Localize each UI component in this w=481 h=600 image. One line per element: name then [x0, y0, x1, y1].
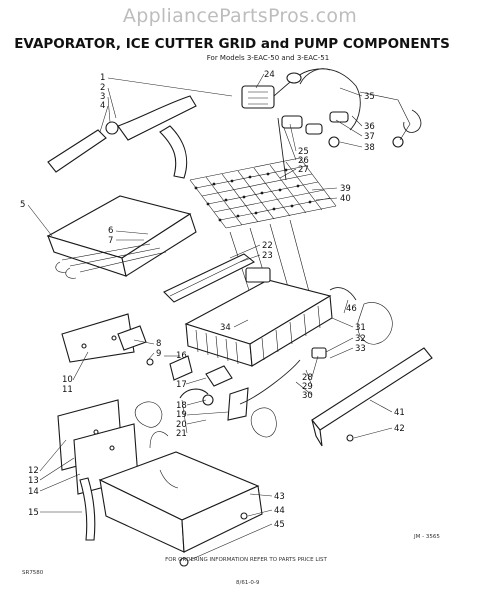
diagram-title: EVAPORATOR, ICE CUTTER GRID and PUMP COM…: [14, 36, 450, 52]
callout-9: 9: [156, 349, 161, 359]
pump-motor: [169, 355, 301, 421]
callout-25: 25: [298, 147, 309, 157]
callout-40: 40: [340, 194, 351, 204]
bracket-small: [61, 313, 154, 366]
callout-28: 28: [302, 373, 313, 383]
callout-1: 1: [100, 73, 105, 83]
callout-2: 2: [100, 83, 105, 93]
callout-35: 35: [364, 92, 375, 102]
callout-32: 32: [355, 334, 366, 344]
grid-frame: [184, 267, 333, 367]
callout-43: 43: [274, 492, 285, 502]
pump-valve-assembly: [241, 68, 422, 181]
callout-3: 3: [100, 92, 105, 102]
callout-4: 4: [100, 101, 105, 111]
callout-30: 30: [302, 391, 313, 401]
cutter-bar: [163, 253, 256, 303]
callout-13: 13: [28, 476, 39, 486]
callout-44: 44: [274, 506, 285, 516]
diagram-subtitle: For Models 3-EAC-50 and 3-EAC-51: [207, 54, 329, 62]
callout-24: 24: [264, 70, 275, 80]
reservoir-tub: [79, 431, 263, 567]
callout-11: 11: [62, 385, 73, 395]
callout-21: 21: [176, 429, 187, 439]
callout-26: 26: [298, 156, 309, 166]
evaporator-hose: [47, 95, 197, 179]
side-rail: [311, 347, 433, 447]
bottom-code: 8/61-0-9: [236, 580, 260, 586]
corner-code: SR7580: [22, 570, 44, 576]
callout-41: 41: [394, 408, 405, 418]
callout-33: 33: [355, 344, 366, 354]
callout-39: 39: [340, 184, 351, 194]
callout-7: 7: [108, 236, 113, 246]
callout-5: 5: [20, 200, 25, 210]
callout-20: 20: [176, 420, 187, 430]
watermark: AppliancePartsPros.com: [123, 5, 357, 27]
callout-16: 16: [176, 351, 187, 361]
callout-36: 36: [364, 122, 375, 132]
cutter-grid-wires: [189, 157, 337, 331]
figure-code: JM - 3565: [413, 534, 440, 540]
callout-19: 19: [176, 410, 187, 420]
callout-34: 34: [220, 323, 231, 333]
leader-lines: [27, 73, 393, 561]
callout-12: 12: [28, 466, 39, 476]
callout-labels: 1 2 3 4 5 6 7 8 9 10 11 12 13 14 15 16 1…: [20, 70, 405, 530]
callout-31: 31: [355, 323, 366, 333]
callout-29: 29: [302, 382, 313, 392]
callout-17: 17: [176, 380, 187, 390]
part-drawings: [46, 68, 433, 567]
callout-23: 23: [262, 251, 273, 261]
callout-18: 18: [176, 401, 187, 411]
callout-37: 37: [364, 132, 375, 142]
callout-27: 27: [298, 165, 309, 175]
callout-46: 46: [346, 304, 357, 314]
callout-45: 45: [274, 520, 285, 530]
callout-42: 42: [394, 424, 405, 434]
right-fittings: [134, 287, 393, 438]
callout-8: 8: [156, 339, 161, 349]
callout-15: 15: [28, 508, 39, 518]
callout-14: 14: [28, 487, 39, 497]
callout-22: 22: [262, 241, 273, 251]
evaporator-pan: [46, 195, 197, 279]
callout-38: 38: [364, 143, 375, 153]
callout-6: 6: [108, 226, 113, 236]
callout-10: 10: [62, 375, 73, 385]
footer-note: FOR ORDERING INFORMATION REFER TO PARTS …: [165, 557, 327, 563]
